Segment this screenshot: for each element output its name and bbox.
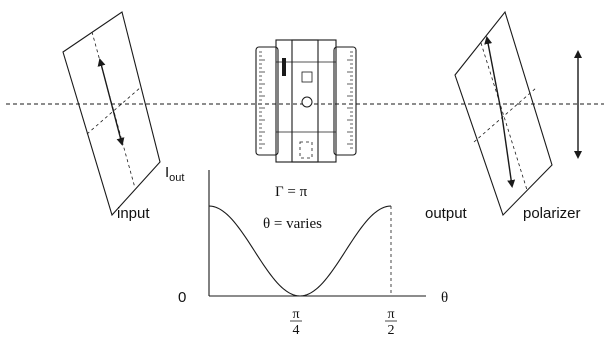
output-polarization-arrow-up — [484, 36, 503, 117]
polarizer-label: polarizer — [523, 205, 581, 222]
theta-equation: θ = varies — [263, 216, 322, 232]
compensator-device — [255, 39, 357, 163]
input-polarizer — [62, 11, 161, 217]
output-polarization-arrow-down — [501, 115, 516, 188]
output-label: output — [425, 205, 468, 222]
y-axis-label: Iout — [165, 164, 184, 184]
tick-pi-over-2-numerator: π — [387, 307, 394, 322]
y-axis-label-sub: out — [169, 172, 184, 184]
origin-label: 0 — [178, 289, 186, 306]
tick-pi-over-2-denominator: 2 — [388, 323, 395, 338]
input-polarization-arrow-up — [97, 58, 112, 103]
input-label: input — [117, 205, 150, 222]
tick-pi-over-4: π 4 — [290, 307, 302, 338]
output-polarizer — [454, 10, 582, 217]
input-polarization-arrow-down — [110, 101, 125, 146]
y-axis-label-main: I — [165, 164, 169, 181]
tick-pi-over-4-numerator: π — [292, 307, 299, 322]
tick-pi-over-2: π 2 — [385, 307, 397, 338]
gamma-equation: Γ = π — [275, 184, 308, 200]
x-axis-label: θ — [441, 290, 448, 306]
intensity-curve — [208, 205, 392, 297]
tick-pi-over-4-denominator: 4 — [293, 323, 300, 338]
